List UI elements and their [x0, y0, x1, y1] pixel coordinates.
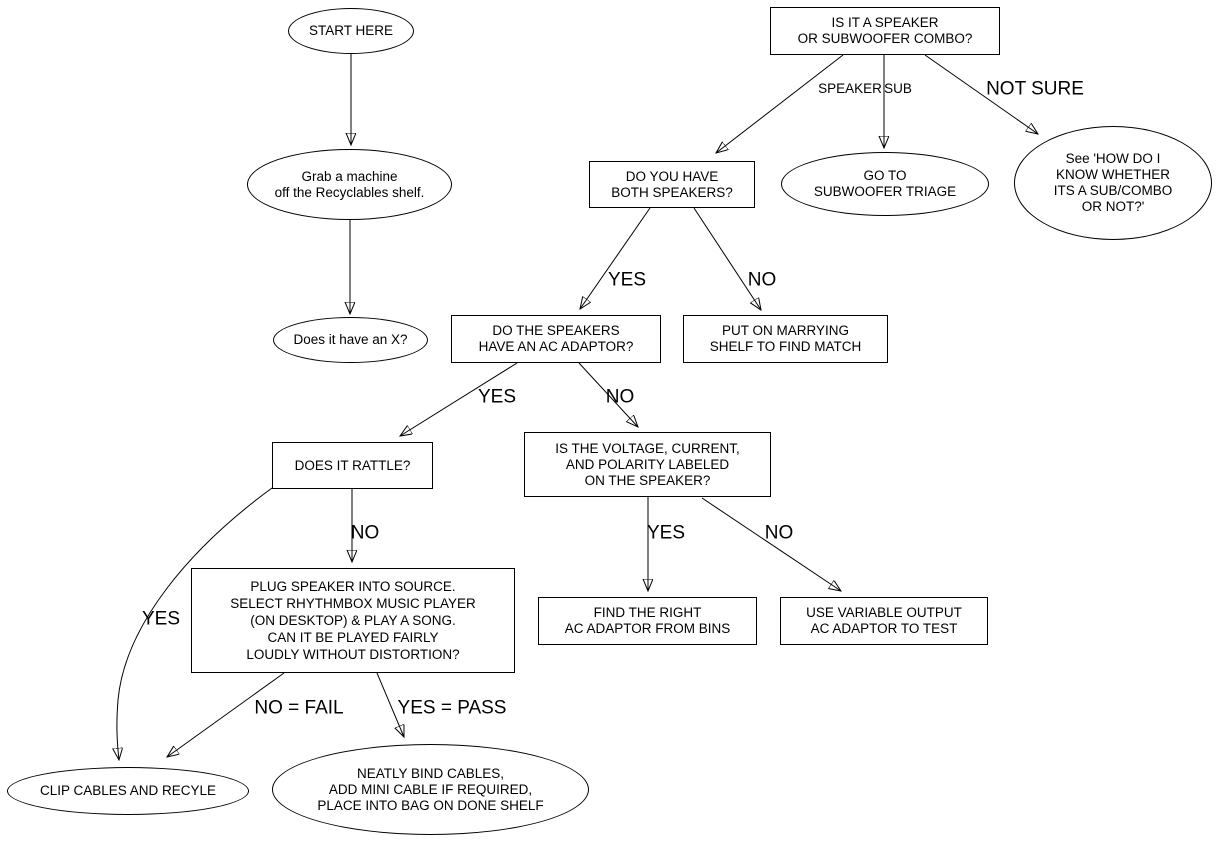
node-marrying-shelf: PUT ON MARRYING SHELF TO FIND MATCH [683, 315, 888, 363]
node-does-it-have-x: Does it have an X? [273, 317, 428, 363]
edge-label-yes-pass: YES = PASS [397, 697, 507, 719]
edge-label-speaker: SPEAKER [818, 81, 882, 96]
node-ac-adaptor-question: DO THE SPEAKERS HAVE AN AC ADAPTOR? [451, 315, 661, 363]
node-clip-cables-recycle: CLIP CABLES AND RECYLE [7, 767, 249, 815]
edge-label-no-both: NO [747, 269, 777, 291]
edge-rattle-yes-to-clip [117, 487, 273, 760]
edge-plug-pass-to-neatly [376, 672, 404, 737]
node-find-ac-adaptor: FIND THE RIGHT AC ADAPTOR FROM BINS [538, 597, 757, 645]
edge-label-no-fail: NO = FAIL [254, 697, 344, 719]
edge-label-yes-both: YES [607, 269, 647, 291]
node-neatly-bind-cables: NEATLY BIND CABLES, ADD MINI CABLE IF RE… [272, 744, 589, 835]
node-does-it-rattle: DOES IT RATTLE? [272, 442, 433, 489]
edge-combo-to-both-speakers [716, 54, 844, 153]
edge-label-no-rattle: NO [350, 522, 380, 544]
node-see-how-do-i-know: See 'HOW DO I KNOW WHETHER ITS A SUB/COM… [1014, 126, 1212, 240]
edge-both-no-to-marrying [693, 207, 761, 310]
edge-plug-fail-to-clip [167, 672, 285, 757]
edge-label-not-sure: NOT SURE [986, 78, 1084, 100]
edge-label-yes-voltage: YES [646, 522, 686, 544]
node-start-here: START HERE [288, 8, 414, 54]
node-voltage-labeled-question: IS THE VOLTAGE, CURRENT, AND POLARITY LA… [524, 432, 771, 497]
edge-label-no-adaptor: NO [605, 386, 635, 408]
node-speaker-or-subwoofer-combo-question: IS IT A SPEAKER OR SUBWOOFER COMBO? [770, 7, 1000, 55]
edge-label-no-voltage: NO [764, 522, 794, 544]
edge-adaptor-yes-to-rattle [400, 362, 518, 436]
node-plug-speaker-test: PLUG SPEAKER INTO SOURCE. SELECT RHYTHMB… [191, 568, 515, 673]
node-go-to-subwoofer-triage: GO TO SUBWOOFER TRIAGE [781, 152, 989, 216]
node-variable-ac-adaptor: USE VARIABLE OUTPUT AC ADAPTOR TO TEST [780, 597, 988, 645]
edge-label-yes-rattle: YES [141, 608, 181, 630]
edge-adaptor-no-to-voltage [578, 362, 638, 427]
edge-combo-to-see-how [924, 54, 1038, 134]
node-both-speakers-question: DO YOU HAVE BOTH SPEAKERS? [589, 161, 755, 208]
edge-label-sub: SUB [884, 81, 912, 96]
edge-voltage-no-to-variable-adaptor [701, 497, 841, 591]
edge-label-yes-adaptor: YES [477, 386, 517, 408]
node-grab-machine: Grab a machine off the Recyclables shelf… [247, 149, 452, 220]
edge-both-yes-to-adaptor [580, 207, 651, 309]
